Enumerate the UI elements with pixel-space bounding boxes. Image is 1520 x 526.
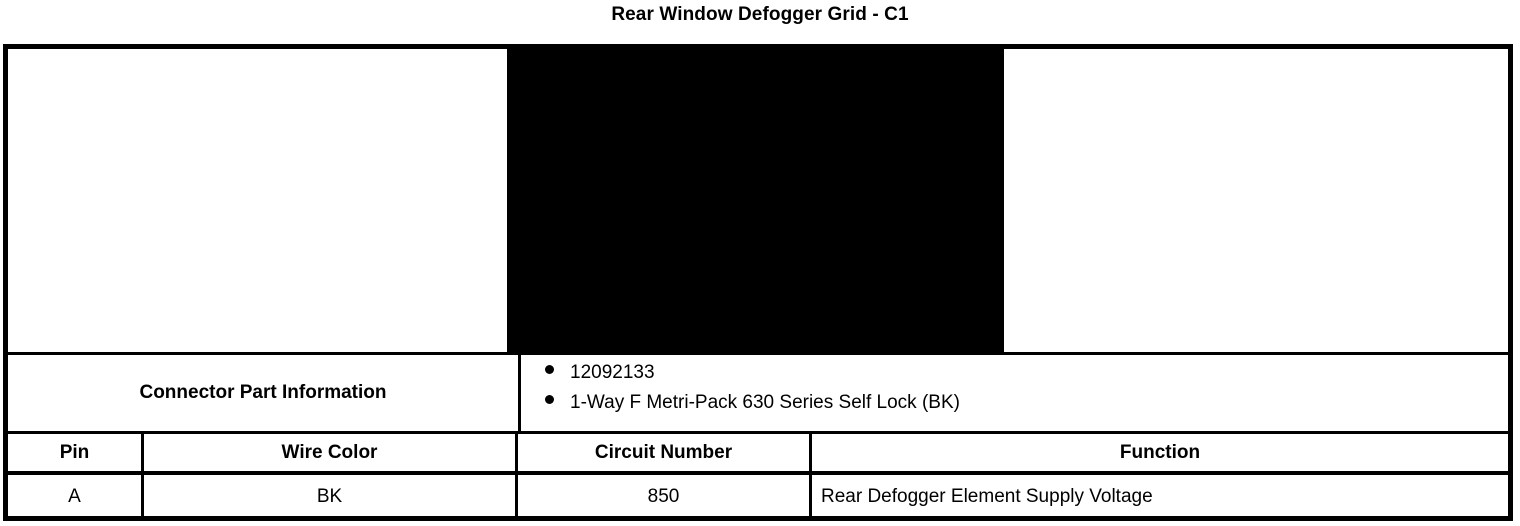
- bullet-icon: [545, 365, 554, 374]
- connector-part-information-label: Connector Part Information: [8, 355, 521, 431]
- column-header-wire-color: Wire Color: [144, 434, 518, 471]
- column-header-function: Function: [1119, 441, 1201, 463]
- part-number-text: 12092133: [570, 362, 655, 383]
- connector-photo: [507, 49, 1004, 352]
- connector-illustration-cell: [8, 49, 1508, 352]
- list-item: 12092133: [545, 362, 1508, 392]
- bullet-icon: [545, 395, 554, 404]
- cell-circuit-number: 850: [518, 475, 812, 518]
- cell-pin: A: [8, 475, 144, 518]
- column-header-pin: Pin: [8, 434, 144, 471]
- cell-wire-color: BK: [144, 475, 518, 518]
- cell-function: Rear Defogger Element Supply Voltage: [821, 485, 1153, 507]
- pin-table-header-row: Pin Wire Color Circuit Number Function: [8, 434, 1508, 471]
- table-row: A BK 850 Rear Defogger Element Supply Vo…: [8, 475, 1508, 518]
- connector-part-information-values: 12092133 1-Way F Metri-Pack 630 Series S…: [521, 355, 1508, 431]
- part-description-text: 1-Way F Metri-Pack 630 Series Self Lock …: [570, 392, 960, 413]
- connector-part-information-row: Connector Part Information 12092133 1-Wa…: [8, 355, 1508, 431]
- list-item: 1-Way F Metri-Pack 630 Series Self Lock …: [545, 392, 1508, 422]
- table-divider: [8, 471, 1508, 475]
- table-divider: [8, 352, 1508, 355]
- page-title: Rear Window Defogger Grid - C1: [611, 4, 909, 25]
- column-header-circuit-number: Circuit Number: [518, 434, 812, 471]
- connector-info-table: Connector Part Information 12092133 1-Wa…: [3, 44, 1513, 521]
- table-divider: [8, 431, 1508, 434]
